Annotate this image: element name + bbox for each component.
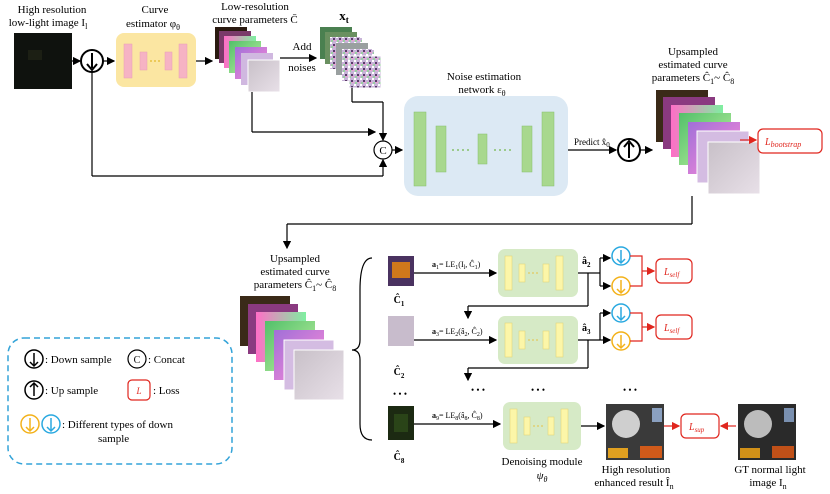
brace	[351, 257, 373, 441]
input-image-detail	[28, 50, 42, 60]
loss-sup: Lsup	[680, 413, 720, 439]
up-top-label-line3: parameters Ĉ1~ Ĉ8	[652, 72, 734, 86]
input-low-light-image-group: High resolution low-light image Il	[9, 4, 88, 89]
down-sample-orange-icon-1	[611, 276, 631, 296]
add-noises-line1: Add	[293, 41, 312, 53]
legend-types-line2: sample	[98, 433, 129, 445]
svg-text:Lsup: Lsup	[688, 422, 705, 434]
input-label-line1: High resolution	[18, 4, 87, 16]
curve-estimator: Curve estimator φθ	[116, 4, 196, 87]
svg-text:Lbootstrap: Lbootstrap	[764, 137, 801, 149]
upsampled-curve-params-mid: Upsampled estimated curve parameters Ĉ1~…	[240, 253, 345, 401]
svg-text:L: L	[135, 386, 141, 396]
denoise-block-1	[498, 249, 578, 297]
denoise-block-2	[498, 316, 578, 364]
down-sample-icon	[80, 49, 104, 73]
down-sample-blue-icon-2	[611, 303, 631, 323]
legend-loss-icon: L	[127, 379, 151, 401]
up-mid-label-line1: Upsampled	[270, 253, 321, 265]
eq8-label: a9= LE8(â8, Ĉ8)	[432, 410, 483, 422]
dots-1: • • •	[393, 389, 407, 399]
curve-estimator-box	[116, 33, 196, 87]
lowres-label-line2: curve parameters C̄	[212, 14, 298, 26]
denoise-label-line2: ψθ	[537, 470, 548, 484]
noisy-params-xt: xt	[320, 8, 382, 89]
denoise-label-line1: Denoising module	[502, 456, 583, 468]
ahat3-label: â3	[582, 323, 591, 336]
legend-types-line1: : Different types of down	[62, 419, 173, 431]
legend-blue-down-icon	[41, 414, 61, 434]
legend-up-label: : Up sample	[45, 385, 98, 397]
svg-text:C: C	[379, 145, 386, 157]
input-label-line2: low-light image Il	[9, 17, 88, 31]
curve-label-line1: Curve	[142, 4, 169, 16]
low-res-curve-params: Low-resolution curve parameters C̄	[212, 1, 298, 93]
legend-up-sample-icon	[24, 380, 44, 400]
hr-enhanced-result: High resolution enhanced result În	[594, 404, 674, 491]
svg-text:C: C	[134, 355, 141, 366]
gt-normal-light-image: GT normal light image In	[734, 404, 806, 491]
eq1-label: a1= LE1(Il, Ĉ1)	[432, 259, 481, 271]
loss-bootstrap: Lbootstrap	[757, 128, 823, 154]
up-top-label-line2: estimated curve	[658, 59, 727, 71]
hr-label-line2: enhanced result În	[594, 477, 673, 491]
noise-label-line2: network εθ	[458, 84, 505, 98]
predict-label: Predict x̂0	[574, 137, 610, 149]
legend-orange-down-icon	[20, 414, 40, 434]
c2-image	[388, 316, 414, 346]
legend-loss-label: : Loss	[153, 385, 180, 397]
denoising-module: Denoising module ψθ	[502, 402, 583, 484]
hr-label-line1: High resolution	[602, 464, 671, 476]
lowres-label-line1: Low-resolution	[221, 1, 289, 13]
up-mid-label-line2: estimated curve	[260, 266, 329, 278]
legend-concat-icon: C	[127, 349, 147, 369]
upsampled-curve-params-top: Upsampled estimated curve parameters Ĉ1~…	[652, 46, 761, 195]
c8-label: Ĉ8	[394, 450, 405, 465]
c2-label: Ĉ2	[394, 365, 405, 380]
legend: : Down sample C : Concat : Up sample L :…	[7, 337, 233, 465]
input-low-light-image	[14, 33, 72, 89]
legend-down-sample-icon	[24, 349, 44, 369]
gt-label-line1: GT normal light	[734, 464, 805, 476]
up-mid-label-line3: parameters Ĉ1~ Ĉ8	[254, 279, 336, 293]
down-sample-blue-icon-1	[611, 246, 631, 266]
noise-estimation-network: Noise estimation network εθ	[404, 71, 568, 196]
legend-down-label: : Down sample	[45, 354, 112, 366]
dots-3: • • •	[531, 385, 545, 395]
dots-2: • • •	[471, 385, 485, 395]
down-sample-orange-icon-2	[611, 331, 631, 351]
up-top-label-line1: Upsampled	[668, 46, 719, 58]
curve-label-line2: estimator φθ	[126, 18, 180, 32]
loss-self-2: Lself	[655, 314, 693, 340]
dots-4: • • •	[623, 385, 637, 395]
eq2-label: a3= LE2(â2, Ĉ2)	[432, 326, 483, 338]
add-noises-line2: noises	[288, 62, 316, 74]
svg-text:Lself: Lself	[663, 267, 680, 279]
c1-label: Ĉ1	[394, 293, 405, 308]
up-sample-icon	[617, 138, 641, 162]
loss-self-1: Lself	[655, 258, 693, 284]
legend-concat-label: : Concat	[148, 354, 185, 366]
noise-label-line1: Noise estimation	[447, 71, 522, 83]
svg-text:Lself: Lself	[663, 323, 680, 335]
gt-label-line2: image In	[749, 477, 786, 491]
ahat2-label: â2	[582, 256, 591, 269]
xt-label: xt	[339, 8, 349, 25]
concat-icon: C	[373, 140, 393, 160]
